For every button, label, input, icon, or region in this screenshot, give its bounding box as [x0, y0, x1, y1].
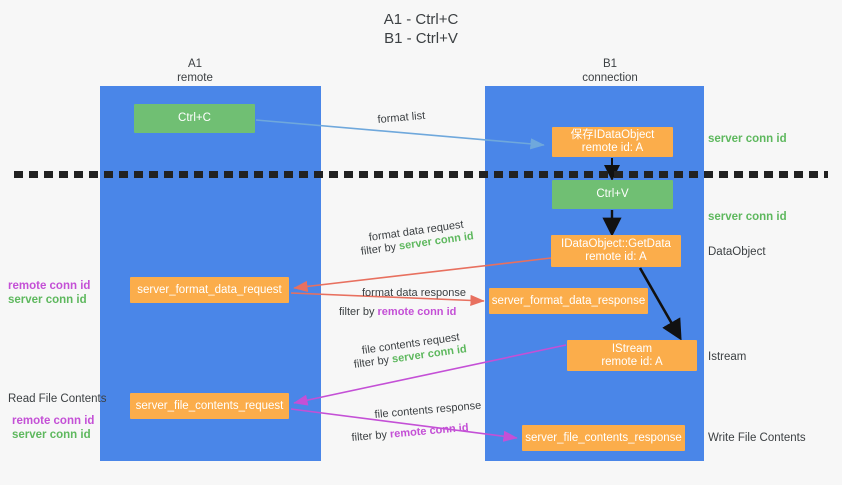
annotation-write-file-contents: Write File Contents — [708, 432, 806, 444]
node-server-file-contents-request[interactable]: server_file_contents_request — [130, 393, 289, 419]
annotation-remote-conn-id: remote conn id — [8, 280, 91, 292]
arrow-label-format-data-response-filter: filter by remote conn id — [339, 305, 456, 320]
annotation-server-conn-id: server conn id — [12, 429, 91, 441]
annotation-server-conn-id-mid: server conn id — [708, 211, 787, 223]
node-server-format-data-request[interactable]: server_format_data_request — [130, 277, 289, 303]
annotation-left-conn-ids-2: remote conn id server conn id — [12, 414, 94, 442]
annotation-server-conn-id: server conn id — [8, 294, 87, 306]
filter-prefix: filter by — [353, 353, 393, 371]
annotation-istream: Istream — [708, 351, 747, 363]
annotation-remote-conn-id: remote conn id — [12, 415, 95, 427]
node-ctrl-v[interactable]: Ctrl+V — [552, 180, 673, 209]
annotation-left-conn-ids-1: remote conn id server conn id — [8, 279, 90, 307]
node-server-format-data-response[interactable]: server_format_data_response — [489, 288, 648, 314]
arrow-label-file-contents-response: file contents response — [374, 399, 482, 421]
phase-divider — [14, 171, 828, 178]
filter-prefix: filter by — [360, 240, 400, 258]
annotation-read-file-contents: Read File Contents — [8, 393, 107, 405]
filter-value-remote-conn-id: remote conn id — [377, 306, 457, 318]
column-header-b1: B1 connection — [582, 58, 638, 84]
arrow-label-format-list: format list — [377, 109, 426, 126]
arrow-label-file-contents-response-filter: filter by remote conn id — [351, 421, 469, 446]
filter-value-remote-conn-id: remote conn id — [389, 421, 470, 441]
node-idataobject-getdata[interactable]: IDataObject::GetData remote id: A — [551, 235, 681, 267]
node-istream[interactable]: IStream remote id: A — [567, 340, 697, 371]
annotation-server-conn-id-top: server conn id — [708, 133, 787, 145]
node-save-idataobject[interactable]: 保存IDataObject remote id: A — [552, 127, 673, 157]
node-server-file-contents-response[interactable]: server_file_contents_response — [522, 425, 685, 451]
column-header-a1: A1 remote — [177, 58, 213, 84]
page-title: A1 - Ctrl+C B1 - Ctrl+V — [383, 11, 459, 47]
filter-prefix: filter by — [339, 306, 378, 318]
arrow-label-format-data-response: format data response — [362, 287, 466, 299]
annotation-dataobject: DataObject — [708, 246, 766, 258]
filter-prefix: filter by — [351, 428, 391, 444]
node-ctrl-c[interactable]: Ctrl+C — [134, 104, 255, 133]
